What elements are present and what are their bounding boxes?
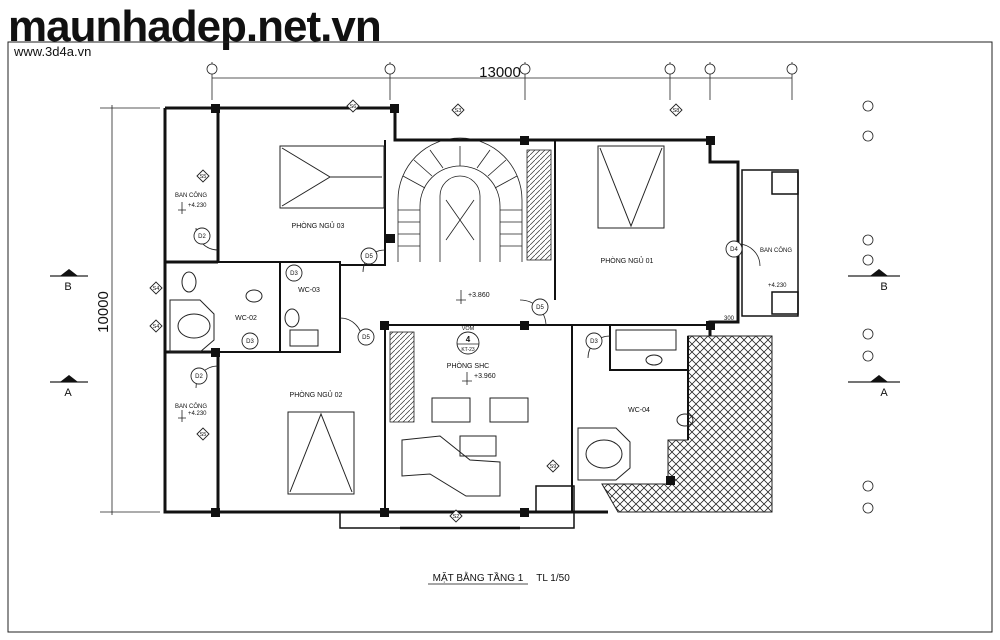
terrace-tiles [601,335,773,513]
level-family: +3.960 [474,373,496,380]
room-wc-03: WC-03 [298,287,320,294]
room-balcony-top: BAN CÔNG [175,192,207,199]
bed-02 [287,411,355,495]
sheet-frame [7,41,993,633]
columns [211,104,715,517]
grid-bubbles-top [206,63,798,75]
callout-number: 4 [466,335,471,344]
bed-01 [597,145,665,229]
room-family: PHÒNG SHC [447,361,489,370]
window-tag-s6: S6 [350,104,357,110]
sofa-set [401,397,529,497]
section-line-a [50,375,900,383]
dimension-300: 300 [724,316,735,322]
room-bedroom-03: PHÒNG NGỦ 03 [292,221,345,230]
brand-subtitle: www.3d4a.vn [14,44,92,59]
door-tag-d4: D4 [730,247,738,253]
front-bay [339,485,575,529]
bed-03 [279,145,385,209]
level-hall: +3.860 [468,292,490,299]
door-tag-circles [190,227,743,385]
dimension-height-label: 10000 [95,291,112,333]
room-bedroom-02: PHÒNG NGỦ 02 [290,390,343,399]
toilets-basins [181,271,694,427]
wardrobe-bedroom-01 [526,149,552,261]
door-tag-d3-wc04: D3 [590,339,598,345]
window-tag-s5-bottom: S5 [200,432,207,438]
window-tag-s8: S8 [673,108,680,114]
door-tag-d5-bed01: D5 [536,305,544,311]
room-balcony-right: BAN CÔNG [760,247,792,254]
drawing-title: MẶT BẰNG TẦNG 1 [433,571,524,584]
callout-sheet: KT-23 [461,347,475,353]
window-tag-s4-bottom: S4 [153,324,160,330]
grid-bubbles-right [862,100,874,514]
section-b-right: B [880,281,887,293]
window-tag-s9: S9 [550,464,557,470]
room-balcony-bottom: BAN CÔNG [175,403,207,410]
callout-label: VÒM [462,325,475,332]
window-tag-s4-top: S4 [153,286,160,292]
window-tag-s3: S3 [455,108,462,114]
section-a-right: A [880,387,888,399]
drawing-scale: TL 1/50 [536,573,570,584]
section-a-left: A [64,387,72,399]
level-balcony-bottom: +4.230 [188,411,207,417]
level-markers [178,202,472,422]
window-tag-s5-top: S5 [200,174,207,180]
door-tag-d3-wc03: D3 [290,271,298,277]
room-wc-02: WC-02 [235,315,257,322]
wardrobe-family-room [389,331,415,423]
level-balcony-right: +4.230 [768,283,787,289]
level-balcony-top: +4.230 [188,203,207,209]
dimension-width-label: 13000 [479,64,521,81]
section-line-b [50,269,900,277]
window-marks [163,106,690,530]
staircase [397,137,523,262]
walls-outer [163,106,740,514]
room-wc-04: WC-04 [628,407,650,414]
door-tag-d5-bed03: D5 [365,254,373,260]
door-tag-d5-bed02: D5 [362,335,370,341]
section-b-left: B [64,281,71,293]
door-tag-d2-bottom: D2 [195,374,203,380]
window-tag-shapes [149,99,683,523]
balcony-right [741,169,799,317]
room-bedroom-01: PHÒNG NGỦ 01 [601,256,654,265]
dimension-10000 [100,105,160,515]
door-tag-d3-wc02: D3 [246,339,254,345]
door-tag-d2-top: D2 [198,234,206,240]
detail-callout [456,331,480,355]
brand-title: maunhadep.net.vn [8,2,382,51]
window-tag-s2: S2 [453,514,460,520]
bathtubs [169,299,631,481]
